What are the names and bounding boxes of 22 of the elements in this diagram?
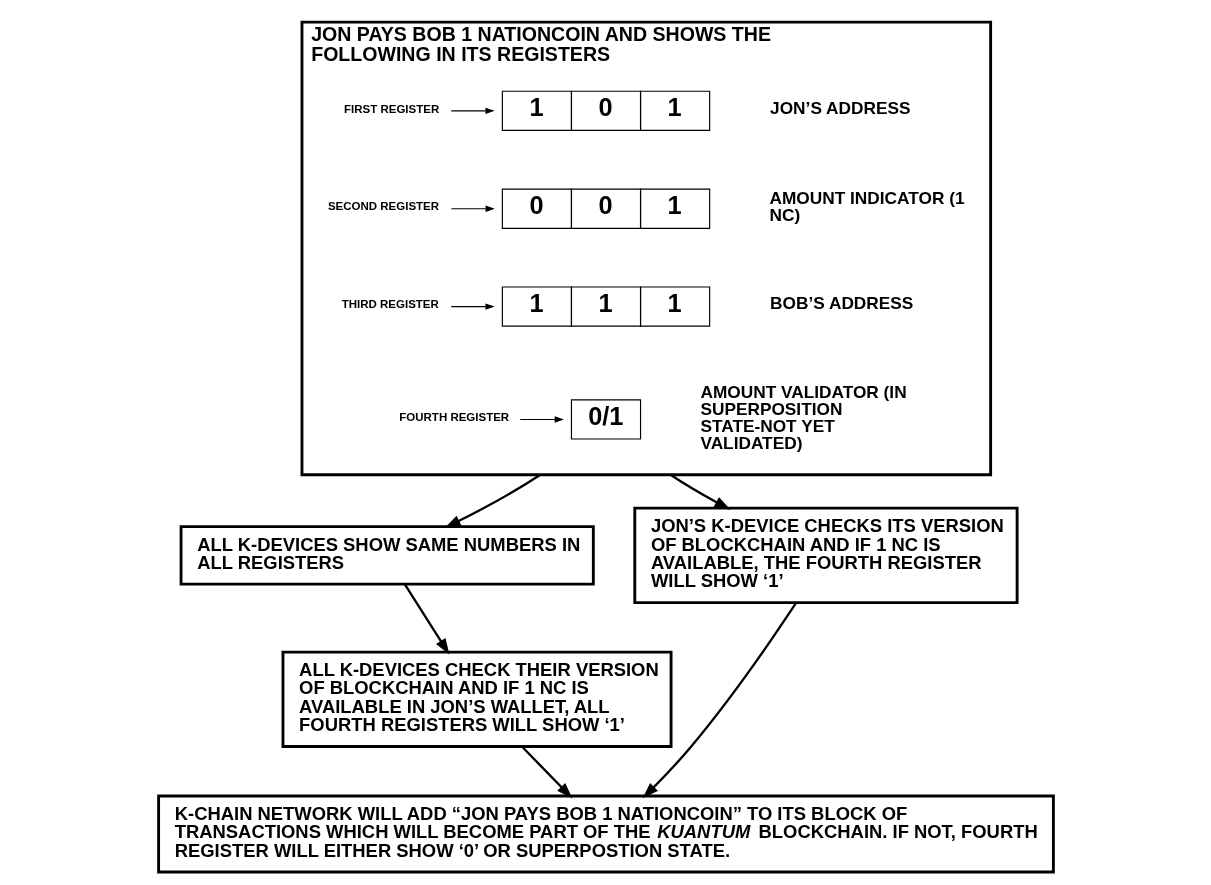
arrow: [642, 602, 797, 799]
node-label: AMOUNT VALIDATOR (IN SUPERPOSITION STATE-NOT YET VALIDATED): [699, 381, 907, 454]
arrow: [450, 107, 495, 115]
arrow: [403, 583, 449, 655]
node-text: FIRST REGISTER: [343, 102, 439, 115]
arrow: [444, 473, 541, 528]
arrow: [669, 473, 730, 510]
arrow: [519, 416, 564, 423]
arrow: [450, 303, 495, 310]
node-box: K-CHAIN NETWORK WILL ADD “JON PAYS BOB 1 NATIONCOIN” TO ITS BLOCK OF TRANSACTIONS WHICH WILL BECOME PART OF THE KUANTUM BLOCKCHAIN. IF NOT, FOURTH REGISTER WILL EITHER SHOW ‘0’ OR SUPERPOSTION STATE.: [156, 794, 1055, 874]
node-text: SECOND REGISTER: [327, 200, 439, 213]
arrow: [520, 745, 572, 799]
node-label: AMOUNT INDICATOR (1 NC): [769, 188, 965, 226]
arrow: [450, 205, 495, 212]
node-box: ALL K-DEVICES CHECK THEIR VERSION OF BLOCKCHAIN AND IF 1 NC IS AVAILABLE IN JON’S WALLET, ALL FOURTH REGISTERS WILL SHOW ‘1’: [281, 650, 672, 748]
node-box: 0/1: [570, 399, 641, 440]
node-box: ALL K-DEVICES SHOW SAME NUMBERS IN ALL REGISTERS: [179, 525, 595, 586]
node-text: THIRD REGISTER: [341, 298, 439, 311]
node-box: JON’S K-DEVICE CHECKS ITS VERSION OF BLOCKCHAIN AND IF 1 NC IS AVAILABLE, THE FOURTH REGISTER WILL SHOW ‘1’: [632, 506, 1019, 604]
node-label: BOB’S ADDRESS: [769, 293, 913, 314]
node-label: JON’S ADDRESS: [769, 97, 911, 118]
node-text: FOURTH REGISTER: [398, 411, 509, 424]
